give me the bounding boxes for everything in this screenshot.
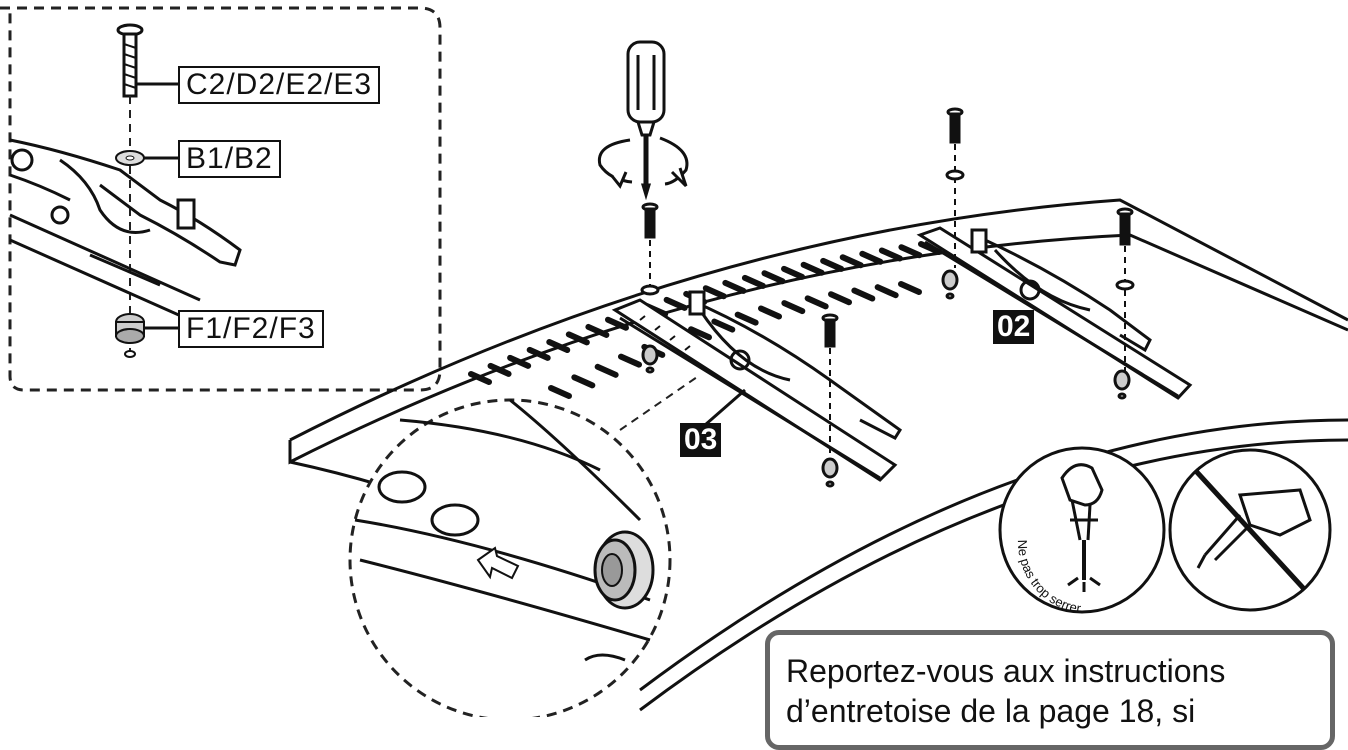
vent-slot <box>594 363 619 378</box>
vent-slot <box>722 279 747 294</box>
washer-icon <box>115 150 145 166</box>
vent-slot <box>548 385 572 399</box>
vent-slot <box>711 318 736 333</box>
vent-slot <box>565 331 590 346</box>
bracket-arm-icon <box>9 138 242 322</box>
vent-slot <box>804 295 829 310</box>
label-washers-b1-b2: B1/B2 <box>178 140 281 178</box>
direction-arrow-icon <box>476 546 520 580</box>
warning-correct-circle: Ne pas trop serrer <box>998 446 1166 616</box>
vent-slot <box>546 339 571 354</box>
bracket-02 <box>916 226 1193 400</box>
vent-slot <box>781 300 806 315</box>
badge-02: 02 <box>993 310 1035 344</box>
badge-03: 03 <box>680 423 722 457</box>
vent-slot <box>688 326 712 341</box>
nut-icon <box>115 313 145 344</box>
screwdriver-icon <box>626 40 666 201</box>
rotate-arrow-icon <box>597 136 689 189</box>
vent-slot <box>663 296 688 311</box>
assembly-diagram: Ne pas trop serrer C2/D2/E2/E3 B1/B2 F1/… <box>0 6 1348 750</box>
vent-slots <box>468 241 942 399</box>
vent-slot <box>758 305 782 320</box>
vent-slot <box>918 241 942 255</box>
big-nut-icon <box>593 530 655 610</box>
vent-slot <box>851 287 876 302</box>
vent-slot <box>878 247 903 262</box>
vent-slot <box>487 362 512 377</box>
vent-slot <box>507 354 532 369</box>
label-screws-c2-d2-e2-e3: C2/D2/E2/E3 <box>178 66 381 104</box>
vent-slot <box>618 353 642 368</box>
vent-slot <box>604 316 629 331</box>
panel-screws <box>640 107 1135 488</box>
bracket-03 <box>611 290 903 482</box>
zoom-detail-circle <box>348 374 701 717</box>
label-nuts-f1-f2-f3: F1/F2/F3 <box>178 310 324 348</box>
vent-slot <box>741 274 766 289</box>
note-line-2: d’entretoise de la page 18, si <box>786 693 1196 729</box>
vent-slot <box>571 374 596 389</box>
vent-slot <box>734 311 759 326</box>
vent-slot <box>820 257 845 272</box>
vent-slot <box>828 291 852 306</box>
vent-slot <box>898 244 923 259</box>
diagram-drawing: Ne pas trop serrer <box>0 6 1348 717</box>
vent-slot <box>859 250 884 265</box>
prohibited-slash-icon <box>1193 468 1307 592</box>
vent-slot <box>874 284 899 299</box>
vent-slot <box>898 281 922 295</box>
note-line-1: Reportez-vous aux instructions <box>786 653 1226 689</box>
vent-slot <box>468 371 492 385</box>
vent-slot <box>781 265 806 280</box>
vent-slot <box>526 346 551 361</box>
vent-slot <box>800 261 825 276</box>
warning-wrong-circle <box>1168 448 1332 612</box>
vent-slot <box>839 254 864 269</box>
instruction-note: Reportez-vous aux instructions d’entreto… <box>765 630 1335 750</box>
vent-slot <box>761 270 786 285</box>
vent-slot <box>702 285 727 300</box>
detail-inset <box>0 6 442 392</box>
vent-slot <box>585 323 610 338</box>
